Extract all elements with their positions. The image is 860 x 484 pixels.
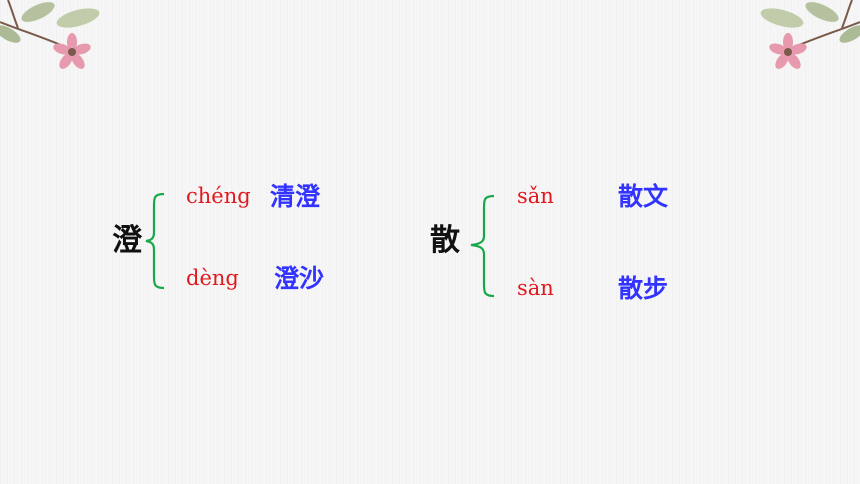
main-character: 散 — [430, 223, 460, 258]
flower-vine-icon — [0, 0, 100, 69]
example-word: 散文 — [618, 182, 669, 211]
flower-vine-icon — [760, 0, 860, 69]
pinyin-reading: sǎn — [517, 184, 554, 208]
pinyin-reading: chéng — [186, 184, 251, 208]
brace-icon — [470, 194, 495, 298]
example-word: 散步 — [618, 274, 669, 303]
main-character: 澄 — [112, 223, 142, 258]
pinyin-reading: dèng — [186, 266, 239, 290]
brace-icon — [145, 192, 165, 290]
example-word: 澄沙 — [274, 264, 325, 293]
pinyin-reading: sàn — [517, 276, 554, 300]
example-word: 清澄 — [270, 182, 321, 211]
